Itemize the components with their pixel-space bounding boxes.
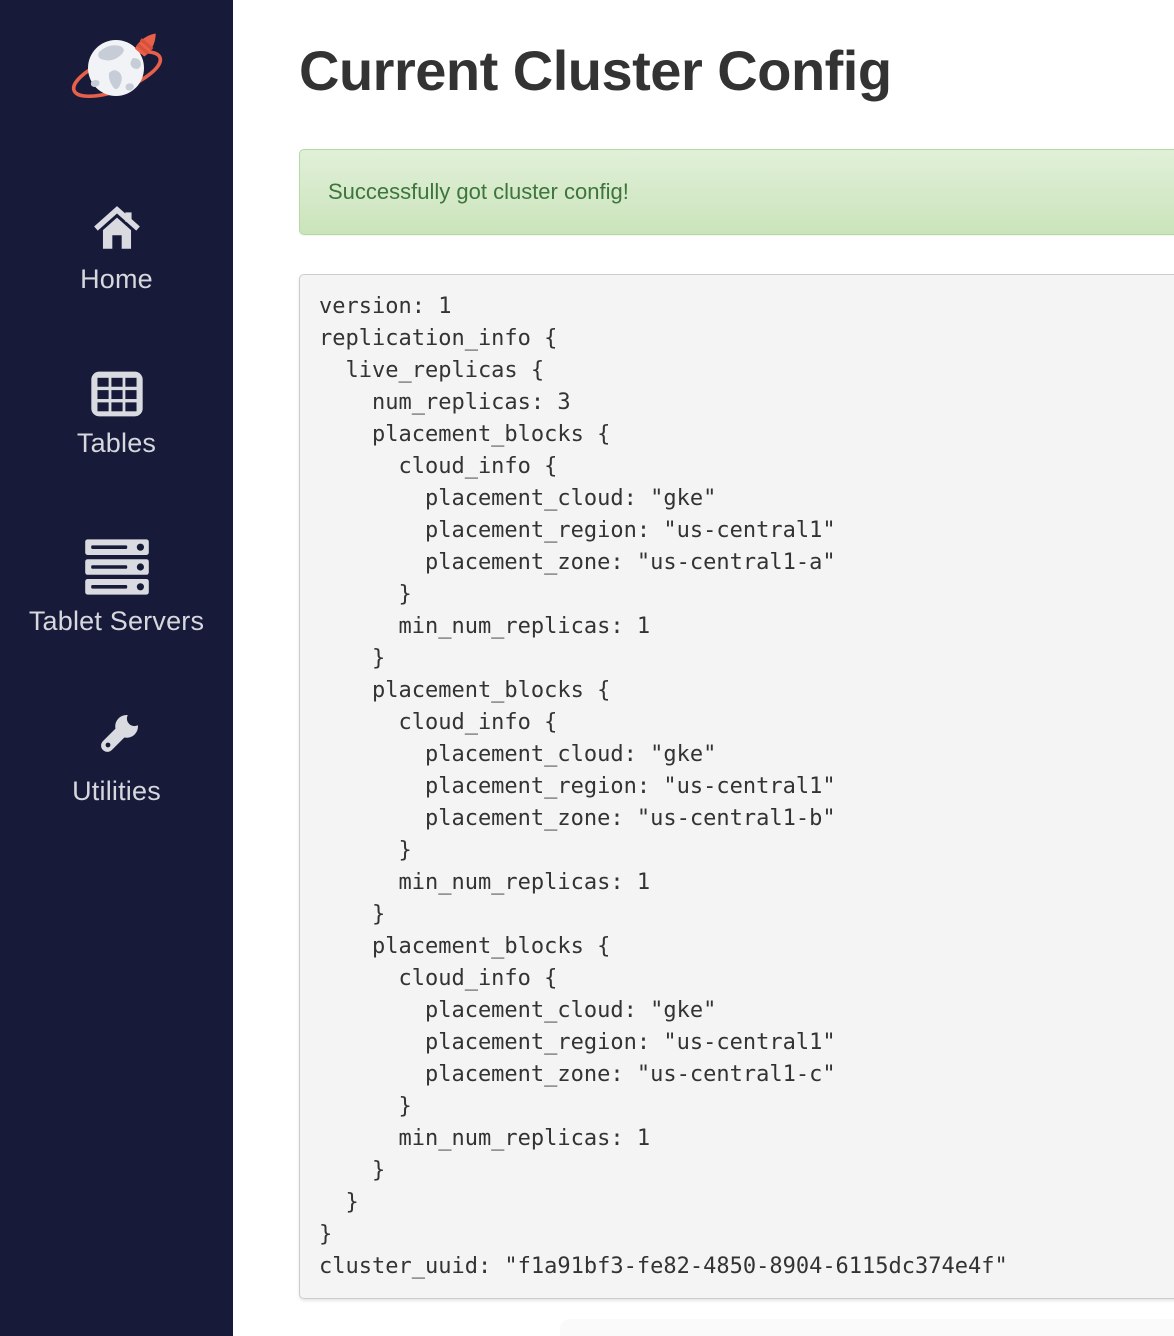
alert-message: Successfully got cluster config! (328, 178, 629, 204)
yugabyte-logo[interactable] (67, 28, 167, 108)
page-title: Current Cluster Config (299, 39, 892, 102)
sidebar-item-label: Tablet Servers (28, 606, 205, 636)
sidebar-item-home[interactable]: Home (0, 202, 233, 295)
wrench-icon (87, 706, 147, 766)
partial-panel-bottom (560, 1319, 1174, 1336)
sidebar-item-utilities[interactable]: Utilities (0, 706, 233, 807)
home-icon (91, 202, 143, 254)
success-alert: Successfully got cluster config! (299, 148, 1174, 235)
sidebar-item-tables[interactable]: Tables (0, 370, 233, 459)
sidebar-item-label: Tables (76, 428, 157, 458)
cluster-config-text: version: 1 replication_info { live_repli… (299, 273, 1174, 1299)
sidebar: Home Tables (0, 0, 233, 1336)
globe-rocket-icon (67, 28, 167, 108)
main-content: Current Cluster Config Successfully got … (233, 0, 1174, 1336)
sidebar-item-tablet-servers[interactable]: Tablet Servers (0, 538, 233, 637)
sidebar-item-label: Utilities (72, 776, 161, 806)
servers-icon (84, 538, 150, 596)
tables-icon (89, 370, 145, 418)
sidebar-item-label: Home (80, 264, 153, 294)
